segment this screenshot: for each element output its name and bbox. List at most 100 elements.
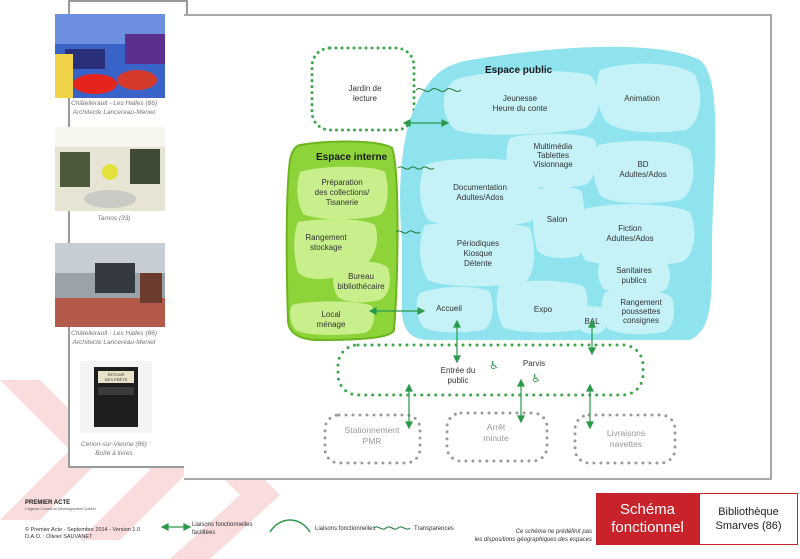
preparation-label: des collections/ xyxy=(315,188,370,197)
dao-line: D.A.O. : Olivier SAUVANET xyxy=(25,534,93,540)
livraisons-zone xyxy=(573,413,677,465)
fiction-label: Adultes/Ados xyxy=(606,234,653,243)
stationnement-label: Stationnement xyxy=(345,425,400,435)
room-sanitaires xyxy=(598,259,670,294)
box-sign-line: RETOUR xyxy=(108,372,125,377)
photo-book-box: RETOUR DES PRÊTS xyxy=(80,361,152,433)
caption-line: Cenon-sur-Vienne (86) xyxy=(81,441,147,448)
room-fiction xyxy=(576,204,695,266)
jeunesse-label: Heure du conte xyxy=(493,104,548,113)
periodiques-label: Détente xyxy=(464,259,493,268)
legend-line: facilitées xyxy=(192,530,216,536)
room-accueil xyxy=(416,286,493,333)
photo-caption-3: Châtellerault - Les Halles (86) Architec… xyxy=(54,329,174,347)
arret-zone xyxy=(445,411,549,463)
link-arrow xyxy=(586,383,594,430)
multimedia-label: Tablettes xyxy=(537,151,569,160)
rangement-poussettes-label: Rangement xyxy=(620,298,662,307)
caption-line: Architecte Lancereau-Meniel xyxy=(72,339,156,346)
badge-title-line: fonctionnel xyxy=(611,519,684,536)
copyright-line: © Premier Acte - Septembre 2014 - Versio… xyxy=(25,527,141,533)
room-preparation xyxy=(297,166,388,220)
bureau-label: Bureau xyxy=(348,272,374,281)
link-arrow xyxy=(402,119,450,127)
wheelchair-icon: ♿ xyxy=(489,359,499,372)
link-arrow xyxy=(517,378,525,424)
legend-wave-icon xyxy=(373,526,411,530)
room-bd xyxy=(593,140,694,204)
legend-facilitated: Liaisons fonctionnelles facilitées xyxy=(192,521,252,537)
room-expo xyxy=(496,280,588,333)
expo-label: Expo xyxy=(534,305,553,314)
entree-label: Entrée du xyxy=(441,366,476,375)
livraisons-label: navettes xyxy=(610,439,642,449)
caption-line: Châtellerault - Les Halles (86) xyxy=(71,330,157,337)
stationnement-zone xyxy=(323,413,422,465)
legend-arrow-icon xyxy=(160,523,192,531)
fiction-label: Fiction xyxy=(618,224,642,233)
room-salon xyxy=(532,186,585,258)
jardin-label-line: lecture xyxy=(353,94,378,103)
espace-interne-title: Espace interne xyxy=(316,152,388,163)
room-local-menage xyxy=(290,301,374,335)
premier-acte-logo: PREMIER ACTE xyxy=(25,500,71,506)
link-arrow xyxy=(453,319,461,364)
badge-project-line: Bibliothèque xyxy=(718,506,779,518)
preparation-label: Préparation xyxy=(321,178,362,187)
bd-label: BD xyxy=(637,160,648,169)
sanitaires-label: Sanitaires xyxy=(616,266,652,275)
entree-label: public xyxy=(448,376,469,385)
legend-transparencies: Transparences xyxy=(414,526,454,532)
legend-line: Liaisons fonctionnelles xyxy=(192,522,253,528)
espace-public-title: Espace public xyxy=(485,65,553,76)
room-rangement-poussettes xyxy=(601,290,674,335)
arret-label: minute xyxy=(483,433,509,443)
multimedia-label: Visionnage xyxy=(533,160,573,169)
room-animation xyxy=(596,63,701,133)
link-arrow xyxy=(588,319,596,356)
photo-library-2 xyxy=(55,127,165,211)
bd-label: Adultes/Ados xyxy=(619,170,666,179)
arret-label: Arrêt xyxy=(487,422,506,432)
stationnement-label: PMR xyxy=(363,436,382,446)
legend-arc-icon xyxy=(269,519,311,533)
disclaimer-note: Ce schéma ne prédéfinit pas les disposit… xyxy=(452,528,592,544)
jeunesse-label: Jeunesse xyxy=(503,94,538,103)
caption-line: Boîte à livres xyxy=(95,450,133,457)
caption-line: Tarnos (33) xyxy=(97,215,131,222)
photo-library-1 xyxy=(55,14,165,98)
preparation-label: Tisanerie xyxy=(326,198,359,207)
wheelchair-icon: ♿ xyxy=(531,372,541,385)
schema-title-badge: Schéma fonctionnel xyxy=(596,493,699,545)
local-menage-label: ménage xyxy=(317,320,346,329)
periodiques-label: Kiosque xyxy=(464,249,493,258)
logo-tagline: L'Agence Conseil au Développement Cultur… xyxy=(25,507,96,511)
periodiques-label: Périodiques xyxy=(457,239,499,248)
caption-line: Architecte Lancereau-Meniel xyxy=(72,109,156,116)
note-line: les dispositions géographiques des espac… xyxy=(474,537,592,543)
photo-caption-4: Cenon-sur-Vienne (86) Boîte à livres xyxy=(54,440,174,458)
room-bal xyxy=(576,306,607,334)
project-badge: Bibliothèque Smarves (86) xyxy=(699,493,798,545)
room-bureau xyxy=(333,261,390,303)
badge-project-line: Smarves (86) xyxy=(715,520,782,532)
rangement-poussettes-label: poussettes xyxy=(622,307,661,316)
legend-functional: Liaisons fonctionnelles xyxy=(315,526,376,532)
transparency-line xyxy=(415,88,462,92)
photo-caption-1: Châtellerault - Les Halles (86) Architec… xyxy=(54,99,174,117)
jardin-label-line: Jardin de xyxy=(349,84,382,93)
parvis-label: Parvis xyxy=(523,359,545,368)
documentation-label: Documentation xyxy=(453,183,507,192)
parvis-zone xyxy=(336,343,645,397)
accueil-label: Accueil xyxy=(436,304,462,313)
copyright-text: © Premier Acte - Septembre 2014 - Versio… xyxy=(25,527,140,541)
bureau-label: bibliothécaire xyxy=(337,282,385,291)
caption-line: Châtellerault - Les Halles (86) xyxy=(71,100,157,107)
link-arrow xyxy=(405,383,413,430)
salon-label: Salon xyxy=(547,215,567,224)
photo-library-3 xyxy=(55,243,165,327)
transparency-line xyxy=(395,230,421,234)
photo-caption-2: Tarnos (33) xyxy=(54,214,174,223)
rangement-stockage-label: stockage xyxy=(310,243,343,252)
